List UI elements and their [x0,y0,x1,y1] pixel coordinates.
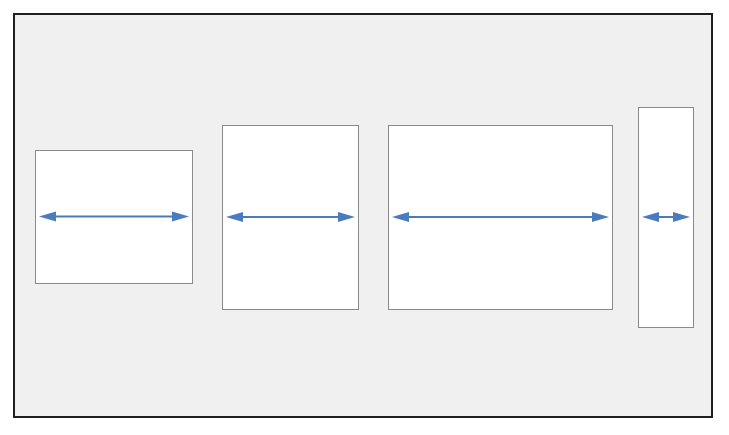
arrowhead-right [592,212,609,222]
double-arrow-icon [642,212,690,222]
double-arrow-icon [39,211,189,222]
arrowhead-right [172,211,189,222]
arrowhead-right [673,212,690,222]
panel-2 [222,125,359,310]
arrowhead-left [642,212,659,222]
double-arrow-icon [226,212,355,222]
double-arrow-icon [392,212,609,222]
arrowhead-left [392,212,409,222]
panel-4 [638,107,694,328]
panel-3 [388,125,613,310]
arrowhead-left [226,212,243,222]
panel-1 [35,150,193,284]
arrowhead-left [39,211,56,222]
arrowhead-right [338,212,355,222]
